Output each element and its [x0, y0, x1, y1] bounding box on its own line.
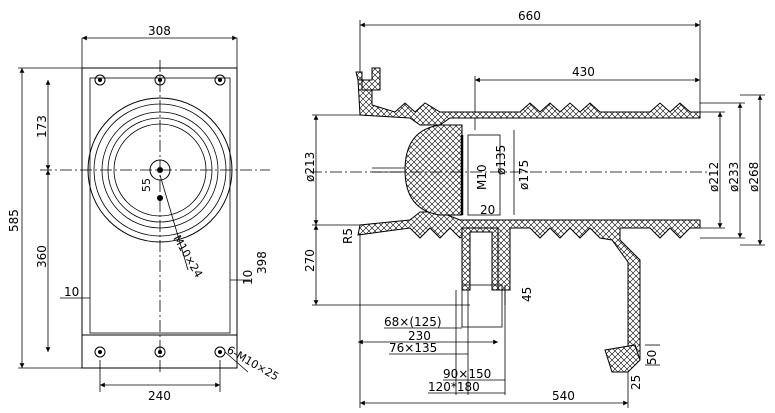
dim-r5: R5 [341, 228, 355, 244]
stem-ribs [461, 227, 499, 291]
dim-length-total: 660 [518, 9, 541, 23]
dim-height-lower: 360 [35, 245, 49, 268]
dim-d175: ø175 [517, 160, 531, 190]
dim-thread: M10×24 [170, 233, 205, 280]
dim-flange1: 68×(125) [384, 315, 442, 329]
dim-bolt: 6-M10×25 [225, 343, 281, 383]
dim-offset-left: 10 [64, 285, 79, 299]
dim-length-inner: 430 [572, 65, 595, 79]
dim-d233: ø233 [727, 162, 741, 192]
dim-height-upper: 173 [35, 115, 49, 138]
dim-height-total: 585 [7, 209, 21, 232]
dim-d213: ø213 [303, 152, 317, 182]
dim-d212: ø212 [707, 162, 721, 192]
dim-right-398: 398 [255, 251, 269, 274]
dim-m10: M10 [475, 164, 489, 190]
dim-flange2: 230 [408, 329, 431, 343]
dim-h270: 270 [303, 249, 317, 272]
dim-width-bottom: 240 [148, 389, 171, 403]
dim-flange4: 90×150 [443, 367, 491, 381]
dim-twenty: 20 [480, 203, 495, 217]
dim-flange5: 120*180 [428, 380, 480, 394]
dim-width-top: 308 [148, 24, 171, 38]
dim-offset-right: 10 [241, 270, 255, 285]
dim-center-small: 55 [140, 178, 153, 192]
insulator-disc [87, 97, 233, 243]
dim-h45: 45 [520, 287, 534, 302]
contact-dome [404, 124, 463, 216]
dim-flange3: 76×135 [389, 341, 437, 355]
top-hook [355, 67, 381, 91]
section-view: 660 430 ø213 R5 270 ø135 [303, 9, 765, 408]
bore [467, 134, 501, 216]
dim-length-base: 540 [552, 389, 575, 403]
front-view: 308 240 585 173 360 10 10 398 55 M10×24 … [7, 24, 281, 403]
flange-rect [461, 284, 503, 328]
insulator-body [357, 79, 701, 126]
dim-d268: ø268 [747, 162, 761, 192]
dim-h50: 50 [645, 350, 659, 365]
front-bottom-flange [81, 334, 238, 369]
bottom-hook [604, 344, 641, 373]
dim-h25: 25 [629, 375, 643, 390]
dim-d135: ø135 [494, 145, 508, 175]
